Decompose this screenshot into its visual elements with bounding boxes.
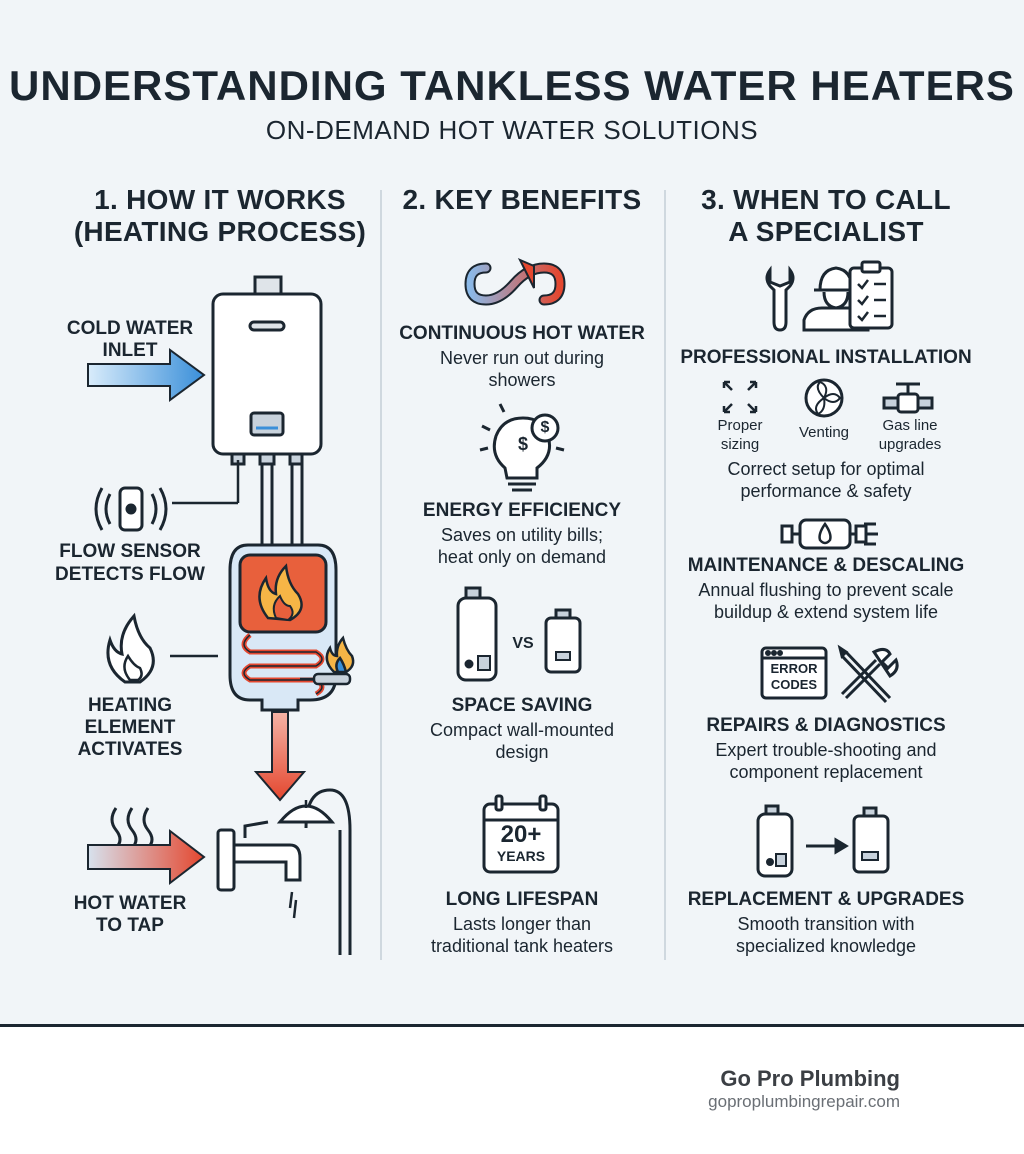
calendar-icon	[482, 794, 560, 874]
benefit-title: LONG LIFESPAN	[445, 889, 599, 910]
hot-water-arrow	[87, 828, 206, 886]
benefit-text: Saves on utility bills;	[440, 525, 604, 545]
benefit-text: heat only on demand	[437, 547, 607, 567]
col3-heading-sub: A SPECIALIST	[728, 216, 924, 247]
service-text: component replacement	[729, 762, 923, 782]
benefit-text: showers	[488, 370, 556, 390]
hot-water-label: TO TAP	[96, 915, 164, 936]
heating-flame-icon	[106, 612, 218, 684]
benefit-title: ENERGY EFFICIENCY	[422, 500, 622, 521]
benefit-text: Never run out during	[439, 348, 605, 368]
gas-line-label: upgrades	[878, 436, 942, 453]
expand-arrows-icon	[722, 380, 758, 414]
tank-to-tankless-icon	[756, 804, 890, 878]
cold-water-label: INLET	[102, 340, 158, 361]
flow-sensor-label: FLOW SENSOR	[59, 541, 201, 562]
service-title: REPLACEMENT & UPGRADES	[687, 889, 965, 910]
hot-water-down-arrow	[253, 711, 307, 802]
col3-heading: 3. WHEN TO CALL	[701, 184, 951, 215]
vent-fan-icon	[804, 378, 844, 418]
dollar-sign-icon: $	[517, 434, 528, 454]
flow-sensor-label: DETECTS FLOW	[55, 564, 205, 585]
heat-exchanger-chamber	[228, 543, 338, 712]
error-codes-screen-icon	[760, 646, 828, 700]
heating-element-label: ACTIVATES	[77, 739, 183, 760]
specialist-tools-icon	[765, 260, 894, 332]
col1-heading: 1. HOW IT WORKS	[94, 184, 346, 215]
service-text: Correct setup for optimal	[727, 459, 925, 479]
energy-bulb-icon	[479, 403, 565, 492]
col2-heading: 2. KEY BENEFITS	[402, 184, 642, 215]
faucet-and-shower-icon	[216, 788, 352, 955]
hot-water-label: HOT WATER	[73, 893, 187, 914]
error-codes-label: CODES	[770, 677, 818, 692]
versus-label: VS	[512, 635, 534, 652]
calendar-years-unit: YEARS	[496, 848, 546, 864]
water-pipes	[260, 464, 304, 545]
benefit-text: traditional tank heaters	[430, 936, 614, 956]
cold-water-arrow	[87, 348, 206, 402]
service-text: buildup & extend system life	[713, 602, 939, 622]
gas-valve-icon	[882, 382, 934, 414]
footer-divider	[0, 1024, 1024, 1027]
sizing-label: Proper	[717, 417, 763, 434]
service-text: Smooth transition with	[737, 914, 915, 934]
benefit-title: CONTINUOUS HOT WATER	[399, 323, 645, 344]
service-title: MAINTENANCE & DESCALING	[687, 555, 965, 576]
benefit-text: Compact wall-mounted	[429, 720, 615, 740]
footer-url[interactable]: goproplumbingrepair.com	[708, 1092, 900, 1111]
benefit-text: design	[495, 742, 549, 762]
benefit-text: Lasts longer than	[452, 914, 592, 934]
service-text: Annual flushing to prevent scale	[698, 580, 954, 600]
service-title: REPAIRS & DIAGNOSTICS	[706, 715, 946, 736]
col1-heading-sub: (HEATING PROCESS)	[73, 216, 367, 247]
heating-element-label: HEATING	[87, 695, 173, 716]
dollar-sign-icon: $	[540, 419, 550, 436]
infographic-graphics	[87, 258, 934, 955]
gas-line-label: Gas line	[882, 417, 938, 434]
benefit-title: SPACE SAVING	[451, 695, 593, 716]
service-text: performance & safety	[740, 481, 912, 501]
error-codes-label: ERROR	[770, 661, 818, 676]
service-text: specialized knowledge	[735, 936, 917, 956]
service-text: Expert trouble-shooting and	[715, 740, 937, 760]
calendar-years-number: 20+	[500, 821, 542, 848]
steam-icon	[110, 807, 154, 850]
cold-water-label: COLD WATER	[66, 318, 194, 339]
flow-sensor-icon	[94, 460, 240, 532]
service-title: PROFESSIONAL INSTALLATION	[680, 347, 972, 368]
gas-burner-icon	[300, 635, 355, 686]
descaling-filter-icon	[780, 518, 878, 550]
water-heater-unit-icon	[211, 275, 323, 466]
footer-brand: Go Pro Plumbing	[720, 1066, 900, 1091]
column-divider	[380, 190, 382, 960]
heating-element-label: ELEMENT	[84, 717, 176, 738]
venting-label: Venting	[798, 424, 850, 441]
sizing-label: sizing	[720, 436, 760, 453]
page-subtitle: ON-DEMAND HOT WATER SOLUTIONS	[265, 115, 759, 145]
page-title: UNDERSTANDING TANKLESS WATER HEATERS	[9, 62, 1015, 109]
wrench-screwdriver-icon	[837, 644, 899, 704]
continuous-loop-icon	[464, 258, 566, 306]
space-saving-heaters-icon	[456, 586, 582, 682]
column-divider	[664, 190, 666, 960]
